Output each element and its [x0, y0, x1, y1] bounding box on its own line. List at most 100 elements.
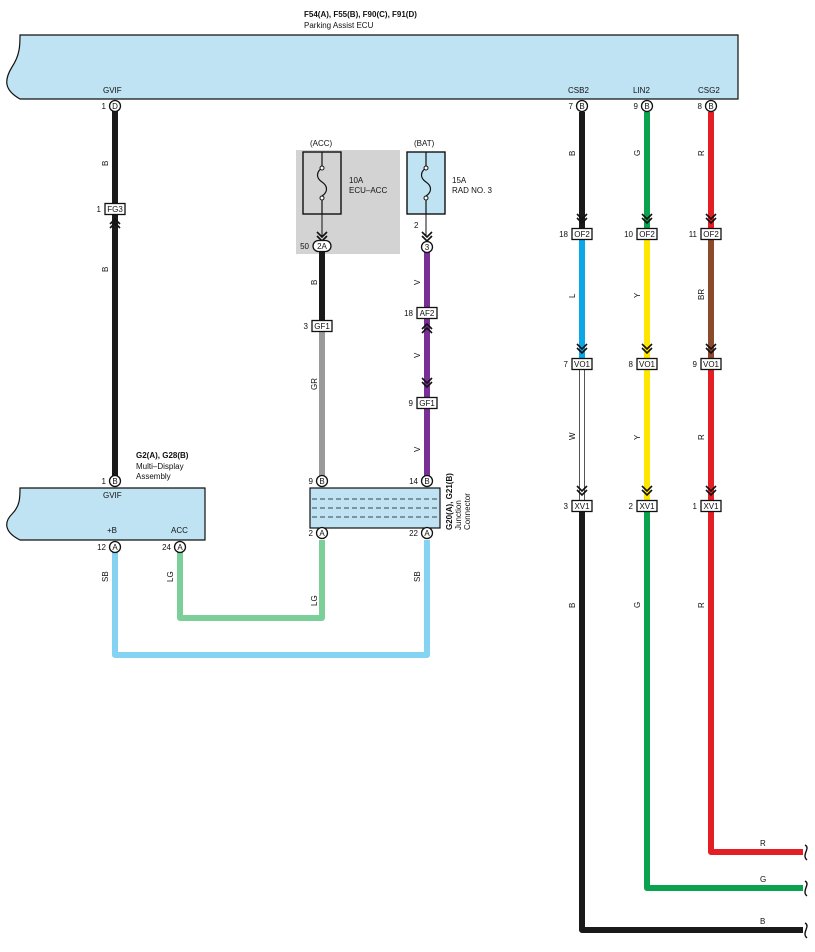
- connector-af2-number: 18: [404, 309, 413, 318]
- wire-lg: [177, 540, 325, 621]
- ecu-pin-csb2-number: 7: [569, 102, 574, 111]
- junction-pin-2: A2: [309, 526, 329, 540]
- connector-xv1-c-number: 1: [693, 502, 698, 511]
- connector-vo1-b-number: 8: [629, 360, 634, 369]
- display-pin-plusb-letter: A: [112, 543, 118, 552]
- wire-label-bat-1: V: [413, 279, 422, 285]
- wire-label-out-b: B: [760, 917, 765, 926]
- display-pin-acc: A24: [162, 540, 187, 554]
- arrow-down-icon: [421, 231, 433, 242]
- wire-label-b-left: SB: [101, 571, 110, 582]
- connector-of2-b-label: OF2: [639, 230, 655, 239]
- connector-gf1-a-number: 3: [304, 322, 309, 331]
- ecu-pin-lin2-number: 9: [634, 102, 639, 111]
- fuse-bat-pin-top: 2: [414, 221, 419, 230]
- connector-vo1-c-number: 9: [693, 360, 698, 369]
- wire-label-csb2-1: B: [568, 151, 577, 156]
- wire-label-acc-lower: GR: [310, 378, 319, 390]
- fuse-bat-rating: 15A: [452, 176, 467, 185]
- display-pin-plusb-number: 12: [97, 543, 106, 552]
- ecu-pin-lin2: B9: [634, 99, 654, 113]
- connector-xv1-a-number: 3: [564, 502, 569, 511]
- connector-of2-b: OF2 10: [624, 227, 658, 241]
- wire-csb2-4: [579, 512, 803, 933]
- junction-pin-9-letter: B: [319, 477, 324, 486]
- wire-break-icon: [804, 844, 808, 861]
- wire-csg2-4: [708, 512, 803, 855]
- fuse-bat: (BAT) 15A RAD NO. 3 2: [406, 139, 493, 236]
- junction-pin-22-letter: A: [424, 529, 430, 538]
- connector-xv1-a-label: XV1: [574, 502, 590, 511]
- connector-gf1-b-number: 9: [409, 399, 414, 408]
- wire-label-csb2-4: B: [568, 603, 577, 608]
- wire-label-acc-upper: B: [310, 280, 319, 285]
- wire-label-csg2-2: BR: [697, 289, 706, 300]
- wire-label-out-g: G: [760, 875, 766, 884]
- connector-xv1-b-label: XV1: [639, 502, 655, 511]
- wire-label-bat-2: V: [413, 352, 422, 358]
- connector-of2-c-number: 11: [689, 230, 698, 239]
- display-pin-gvif: B1: [102, 474, 122, 488]
- ecu-pin-gvif-number: 1: [102, 102, 107, 111]
- wire-label-acc-left: LG: [166, 571, 175, 582]
- display-pin-plusb: A 12: [97, 540, 122, 554]
- connector-xv1-c-label: XV1: [703, 502, 719, 511]
- ecu-pin-gvif: D1: [102, 99, 122, 113]
- display-name-1: Multi–Display: [136, 462, 184, 471]
- wire-label-lin2-1: G: [633, 150, 642, 156]
- junction-pin-14-letter: B: [424, 477, 429, 486]
- wire-label-csg2-1: R: [697, 150, 706, 156]
- wire-label-lin2-2: Y: [633, 292, 642, 298]
- ecu-pin-lin2-letter: B: [644, 102, 649, 111]
- ecu-pin-label-gvif: GVIF: [103, 86, 122, 95]
- junction-pin-2-letter: A: [319, 529, 325, 538]
- ecu-pin-csb2: B7: [569, 99, 589, 113]
- wire-break-icon: [804, 880, 808, 897]
- display-pin-gvif-letter: B: [112, 477, 117, 486]
- display-acc-label: ACC: [171, 526, 188, 535]
- connector-of2-a-label: OF2: [574, 230, 590, 239]
- wire-label-csg2-4: R: [697, 602, 706, 608]
- wire-label-jc22: SB: [413, 571, 422, 582]
- wire-label-gvif-upper: B: [101, 161, 110, 166]
- junction-pin-22-number: 22: [409, 529, 418, 538]
- wire-label-csg2-3: R: [697, 434, 706, 440]
- fuse-bat-title: (BAT): [414, 139, 435, 148]
- wire-label-gvif-lower: B: [101, 267, 110, 272]
- fuse-bat-pin: 3: [420, 240, 434, 254]
- fuse-acc: (ACC) 10A ECU–ACC: [296, 139, 400, 254]
- fuse-acc-title: (ACC): [310, 139, 333, 148]
- junction-pin-9: B9: [309, 474, 329, 488]
- fuse-bat-name: RAD NO. 3: [452, 186, 493, 195]
- ecu-codes: F54(A), F55(B), F90(C), F91(D): [304, 10, 417, 19]
- fuse-bat-pin-letter: 3: [425, 243, 430, 252]
- wire-label-out-r: R: [760, 839, 766, 848]
- wire-lin2-4: [644, 512, 803, 891]
- ecu-pin-csg2-number: 8: [698, 102, 703, 111]
- junction-name-1: Junction: [454, 500, 463, 530]
- wire-label-bat-3: V: [413, 446, 422, 452]
- connector-xv1-c: XV1 1: [693, 499, 722, 513]
- display-pin-gvif-number: 1: [102, 477, 107, 486]
- ecu-pin-csg2-letter: B: [708, 102, 713, 111]
- connector-vo1-a-label: VO1: [574, 360, 591, 369]
- ecu-name: Parking Assist ECU: [304, 21, 374, 30]
- ecu-pin-label-lin2: LIN2: [633, 86, 650, 95]
- multi-display-assembly: G2(A), G28(B) Multi–Display Assembly GVI…: [6, 451, 206, 541]
- ecu-pin-label-csg2: CSG2: [698, 86, 720, 95]
- wire-label-lin2-3: Y: [633, 434, 642, 440]
- wire-label-lin2-4: G: [633, 602, 642, 608]
- junction-codes: G20(A), G21(B): [445, 473, 454, 530]
- fuse-acc-pin-label: 2A: [317, 242, 327, 251]
- junction-pin-14-number: 14: [409, 477, 418, 486]
- connector-fg3-label: FG3: [107, 205, 123, 214]
- ecu-pin-gvif-letter: D: [112, 102, 118, 111]
- connector-of2-b-number: 10: [624, 230, 633, 239]
